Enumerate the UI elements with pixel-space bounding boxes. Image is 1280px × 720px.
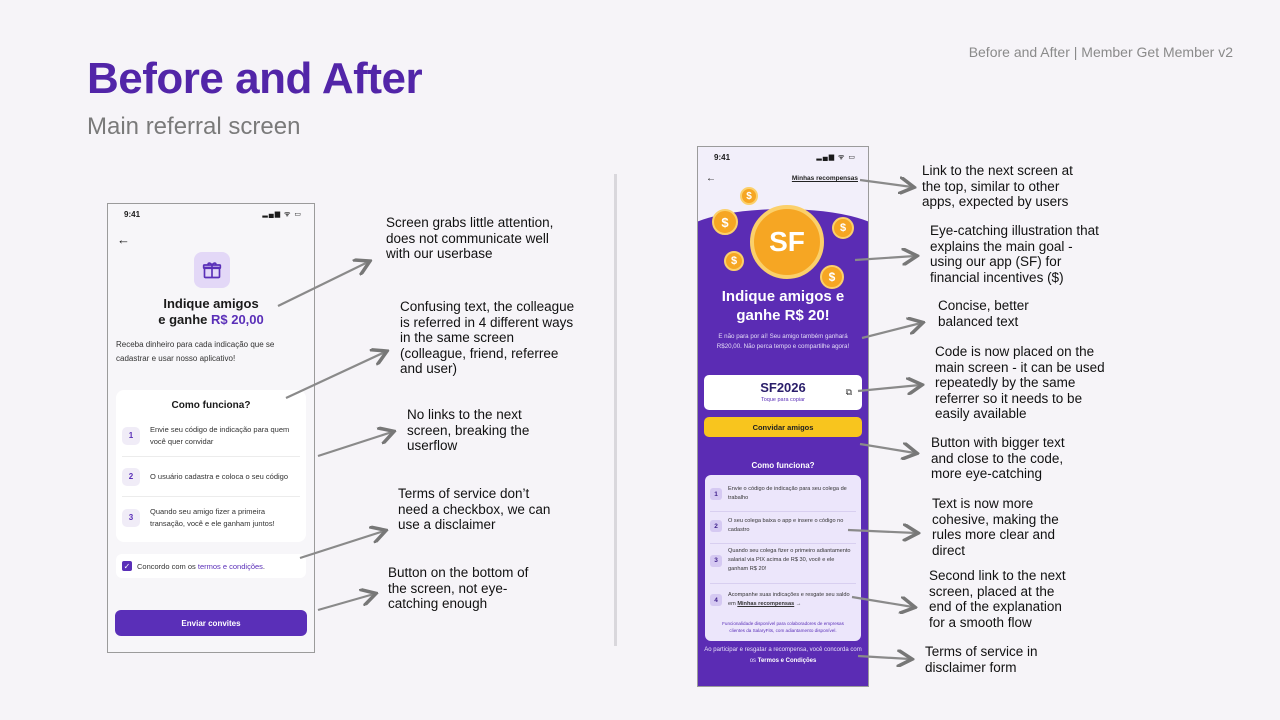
back-arrow-icon[interactable]: ←: [117, 232, 130, 247]
annotation: Concise, better balanced text: [938, 298, 1029, 329]
sf-coin-illustration: SF: [750, 205, 824, 279]
dollar-coin-icon: $: [740, 187, 758, 205]
page-title: Before and After: [87, 54, 423, 103]
list-item: 1 Envie seu código de indicação para que…: [122, 424, 300, 448]
copy-hint: Toque para copiar: [760, 397, 806, 403]
step-number: 4: [710, 594, 722, 606]
headline-amount: R$ 20,00: [210, 312, 264, 327]
step-divider: [122, 456, 300, 457]
step-number: 3: [710, 554, 722, 567]
section-divider: [614, 174, 617, 646]
arrow-right-icon[interactable]: →: [795, 601, 802, 607]
terms-checkbox-row[interactable]: ✓ Concordo com os termos e condições.: [116, 554, 306, 578]
step-number: 1: [122, 427, 140, 445]
back-arrow-icon[interactable]: ←: [706, 173, 716, 184]
status-time: 9:41: [714, 152, 731, 162]
how-it-works-card: 1 Envie o código de indicação para seu c…: [705, 475, 861, 641]
annotation: Link to the next screen at the top, simi…: [922, 163, 1073, 209]
terms-text: Concordo com os termos e condições.: [137, 562, 265, 571]
gift-icon: [194, 252, 230, 288]
headline-line2: ganhe R$ 20!: [736, 307, 830, 324]
step-number: 2: [710, 520, 722, 532]
how-it-works-title: Como funciona?: [171, 400, 251, 411]
annotation: Second link to the next screen, placed a…: [929, 568, 1066, 630]
disclaimer-prefix: Ao participar e resgatar a recompensa, v…: [704, 647, 862, 664]
terms-link[interactable]: termos e condições: [197, 561, 263, 571]
dollar-coin-icon: $: [820, 265, 844, 289]
terms-suffix: .: [262, 561, 266, 571]
my-rewards-top-link[interactable]: Minhas recompensas: [791, 175, 858, 182]
before-headline: Indique amigos e ganhe R$ 20,00: [108, 296, 314, 328]
step-text: Acompanhe suas indicações e resgate seu …: [728, 591, 856, 609]
step-number: 1: [710, 488, 722, 500]
step-text-prefix: Acompanhe suas indicações e resgate seu …: [728, 592, 850, 607]
checkbox-checked-icon[interactable]: ✓: [122, 561, 132, 571]
send-invites-button[interactable]: Enviar convites: [115, 610, 307, 636]
step-text: O usuário cadastra e coloca o seu código: [150, 472, 288, 481]
annotation: Text is now more cohesive, making the ru…: [932, 496, 1059, 558]
list-item: 3 Quando seu colega fizer o primeiro adi…: [710, 547, 856, 574]
step-text: Envie o código de indicação para seu col…: [728, 486, 847, 501]
before-description: Receba dinheiro para cada indicação que …: [116, 340, 275, 363]
after-headline: Indique amigos e ganhe R$ 20!: [698, 287, 868, 325]
annotation: Confusing text, the colleague is referre…: [400, 299, 575, 376]
annotation-arrow: [317, 594, 374, 612]
step-divider: [710, 543, 856, 544]
list-item: 3 Quando seu amigo fizer a primeira tran…: [122, 506, 300, 530]
annotation: Button on the bottom of the screen, not …: [388, 565, 529, 611]
annotation: Code is now placed on the main screen - …: [935, 344, 1105, 421]
annotation: No links to the next screen, breaking th…: [407, 407, 530, 453]
step-divider: [710, 511, 856, 512]
step-number: 3: [122, 509, 140, 527]
status-bar: 9:41 ▂▄▆ ᯤ ▭: [108, 204, 314, 224]
headline-line2: e ganhe R$ 20,00: [108, 312, 314, 328]
list-item: 4 Acompanhe suas indicações e resgate se…: [710, 591, 856, 609]
step-number: 2: [122, 468, 140, 486]
copy-icon[interactable]: ⧉: [845, 387, 852, 397]
dollar-coin-icon: $: [724, 251, 744, 271]
step-text: O seu colega baixa o app e insere o códi…: [728, 518, 844, 533]
after-description: E não para por aí! Seu amigo também ganh…: [716, 333, 850, 350]
how-it-works-title: Como funciona?: [751, 461, 815, 470]
list-item: 2 O usuário cadastra e coloca o seu códi…: [122, 468, 300, 486]
availability-note: Funcionalidade disponível para colaborad…: [722, 621, 844, 633]
annotation: Screen grabs little attention, does not …: [386, 215, 554, 261]
how-it-works-card: Como funciona? 1 Envie seu código de ind…: [116, 390, 306, 542]
terms-link[interactable]: Termos e Condições: [757, 658, 817, 664]
headline-line1: Indique amigos: [163, 296, 259, 311]
after-phone-screen: 9:41 ▂▄▆ ᯤ ▭ ← Minhas recompensas $ $ $ …: [697, 146, 869, 687]
annotation: Eye-catching illustration that explains …: [930, 223, 1099, 285]
annotation: Terms of service don’t need a checkbox, …: [398, 486, 551, 532]
step-text: Quando seu colega fizer o primeiro adian…: [728, 548, 851, 572]
dollar-coin-icon: $: [712, 209, 738, 235]
annotation: Terms of service in disclaimer form: [925, 644, 1038, 675]
referral-code[interactable]: SF2026: [760, 380, 806, 395]
before-phone-screen: 9:41 ▂▄▆ ᯤ ▭ ← Indique amigos e ganhe R$…: [107, 203, 315, 653]
status-time: 9:41: [124, 209, 141, 219]
step-divider: [710, 583, 856, 584]
status-icons: ▂▄▆ ᯤ ▭: [816, 153, 856, 161]
referral-code-card[interactable]: SF2026 Toque para copiar ⧉: [704, 375, 862, 410]
my-rewards-inline-link[interactable]: Minhas recompensas: [737, 601, 795, 607]
header-meta: Before and After | Member Get Member v2: [968, 44, 1233, 60]
terms-disclaimer: Ao participar e resgatar a recompensa, v…: [704, 645, 862, 667]
status-bar: 9:41 ▂▄▆ ᯤ ▭: [698, 147, 868, 167]
status-icons: ▂▄▆ ᯤ ▭: [262, 210, 302, 218]
list-item: 2 O seu colega baixa o app e insere o có…: [710, 517, 856, 535]
dollar-coin-icon: $: [832, 217, 854, 239]
invite-friends-button[interactable]: Convidar amigos: [704, 417, 862, 437]
step-text: Quando seu amigo fizer a primeira transa…: [150, 507, 275, 528]
annotation-arrow: [861, 323, 921, 340]
headline-prefix: e ganhe: [158, 312, 211, 327]
list-item: 1 Envie o código de indicação para seu c…: [710, 485, 856, 503]
annotation-arrow: [317, 432, 392, 458]
step-text: Envie seu código de indicação para quem …: [150, 425, 290, 446]
step-divider: [122, 496, 300, 497]
headline-line1: Indique amigos e: [721, 288, 845, 305]
terms-prefix: Concordo com os: [137, 561, 198, 571]
page-subtitle: Main referral screen: [87, 113, 301, 140]
annotation: Button with bigger text and close to the…: [931, 435, 1065, 481]
